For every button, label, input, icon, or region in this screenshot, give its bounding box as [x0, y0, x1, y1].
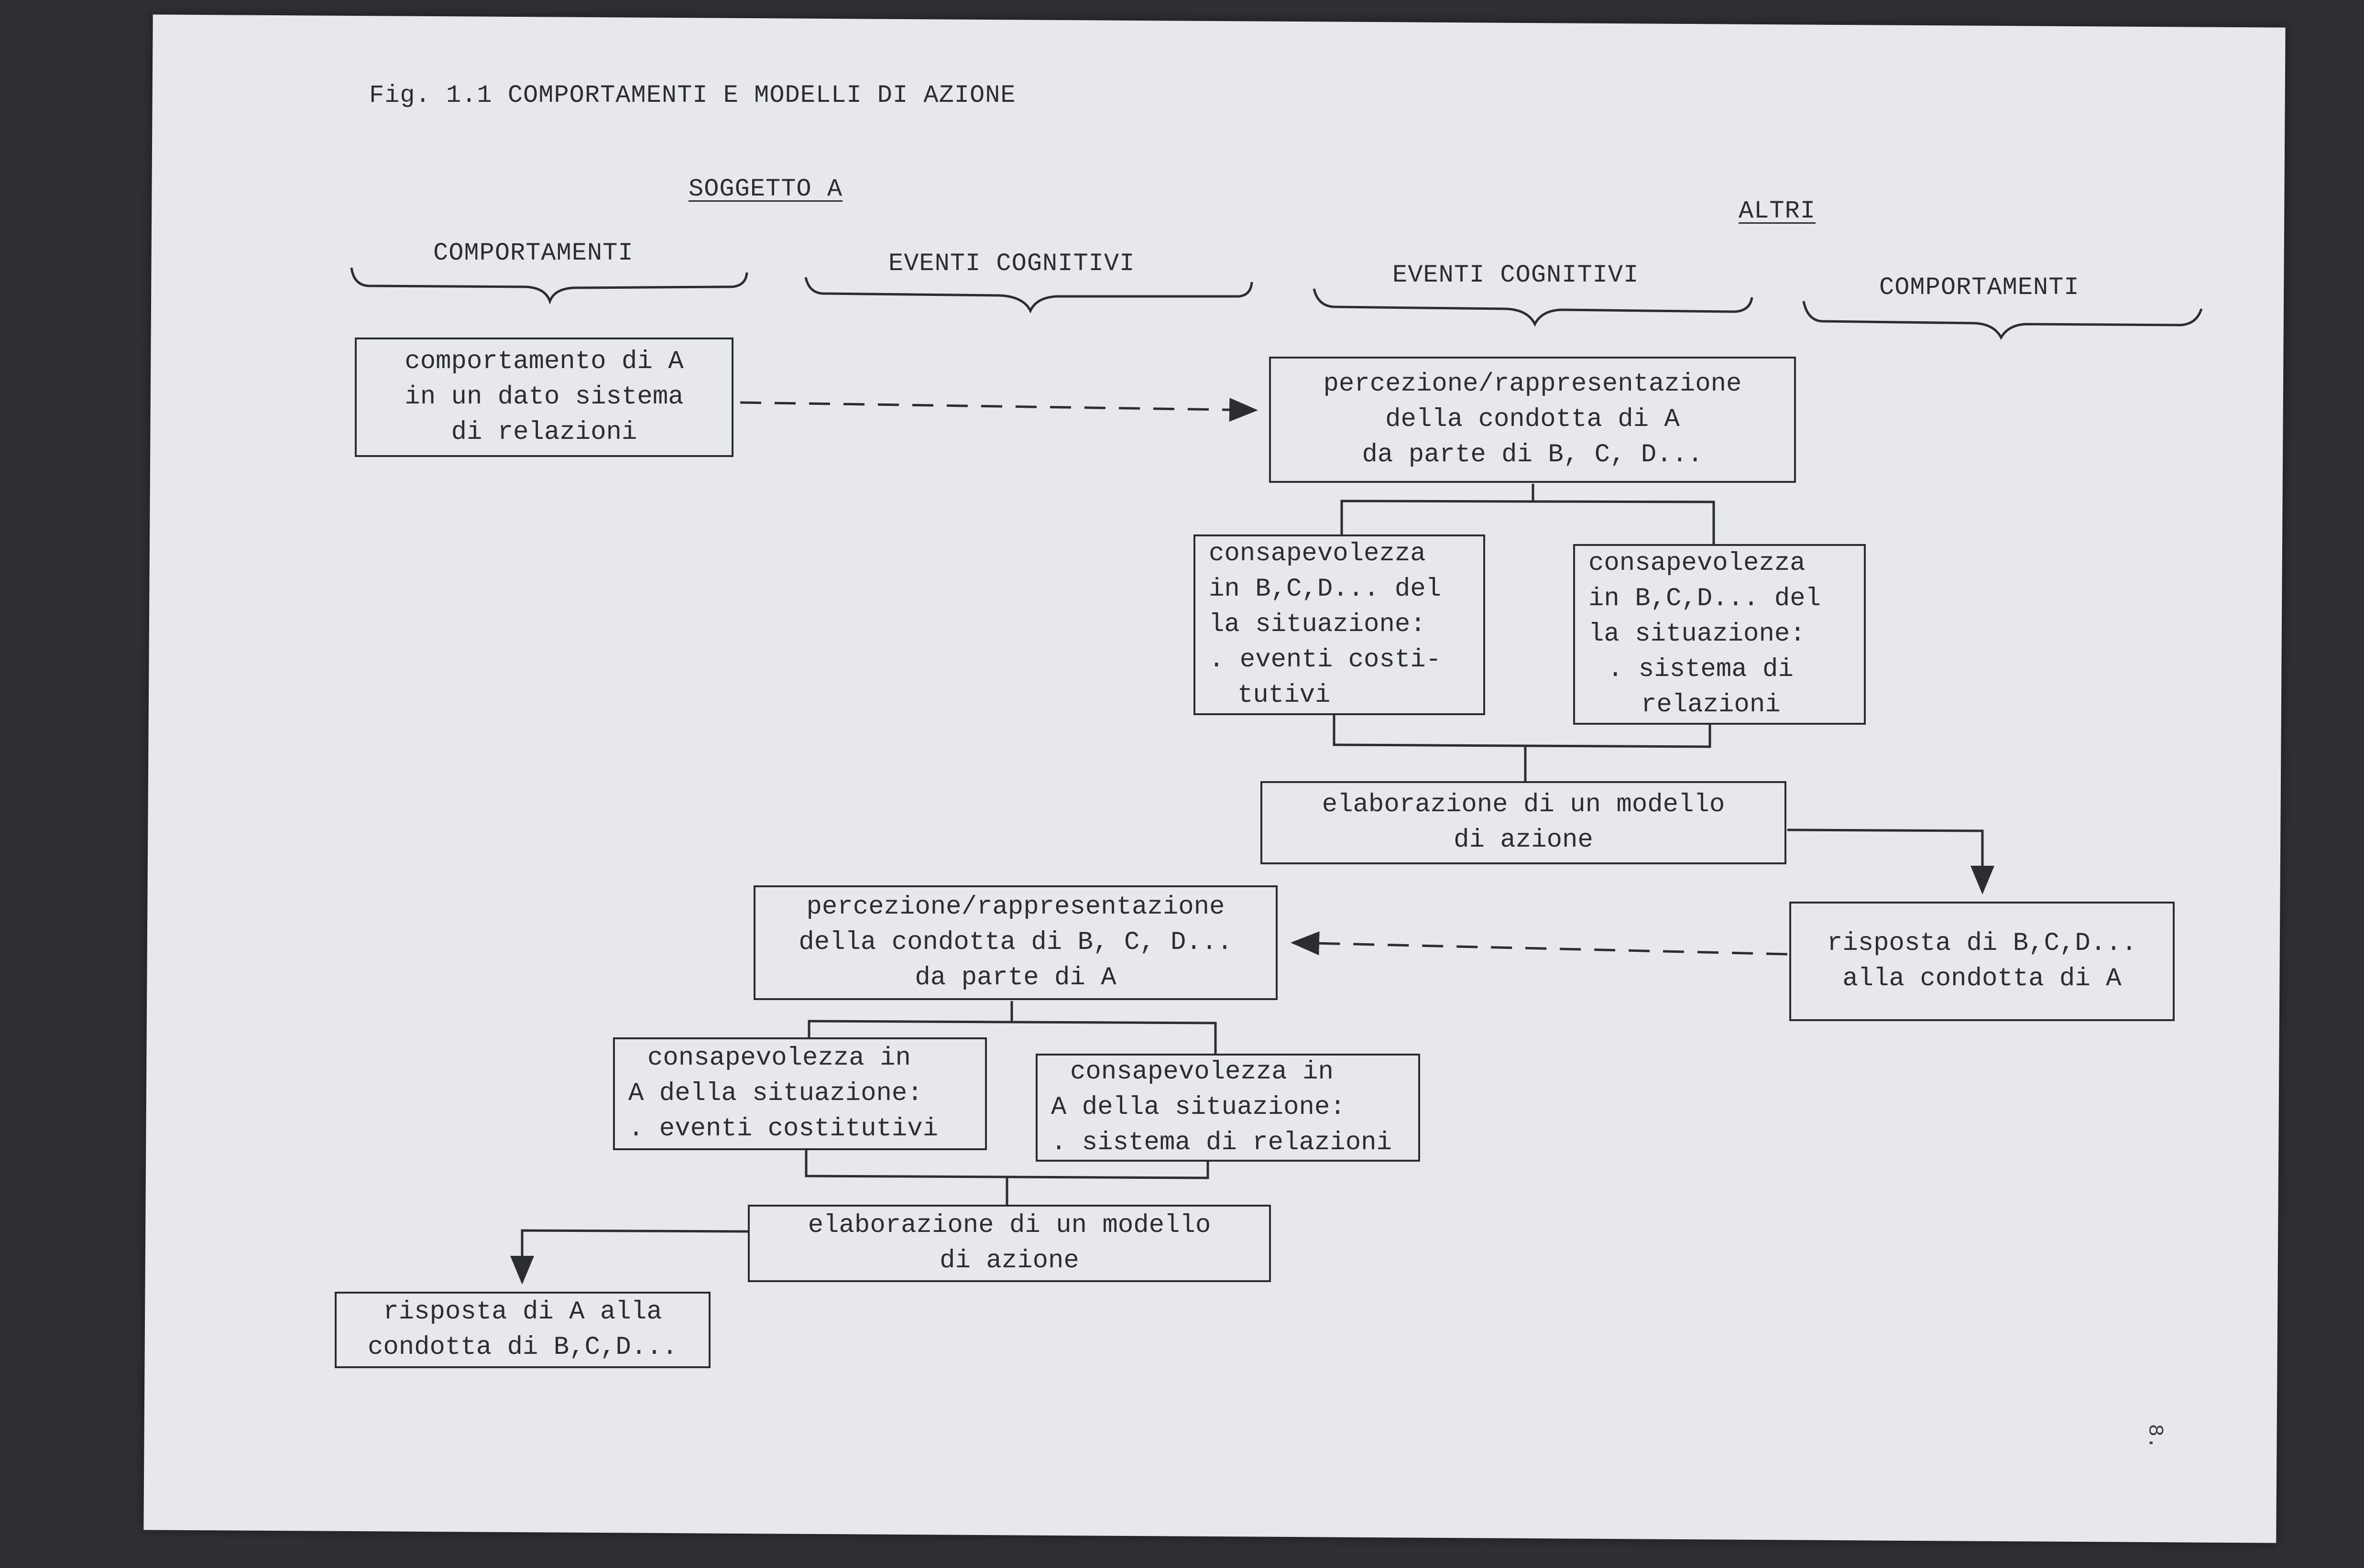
box-line: consapevolezza in: [647, 1044, 911, 1073]
brace-a-behaviors: [350, 267, 748, 305]
box-response-others: risposta di B,C,D... alla condotta di A: [1789, 902, 2175, 1021]
arrow-model-to-response-a: [510, 1229, 748, 1285]
box-line: in un dato sistema: [405, 382, 684, 412]
box-perception-others: percezione/rappresentazione della condot…: [1269, 357, 1796, 483]
box-line: della condotta di A: [1385, 405, 1680, 434]
header-others-cognitive: EVENTI COGNITIVI: [1392, 261, 1639, 289]
box-line: tutivi: [1237, 681, 1331, 710]
box-response-a: risposta di A alla condotta di B,C,D...: [335, 1292, 711, 1368]
header-a-behaviors: COMPORTAMENTI: [433, 239, 634, 267]
box-line: consapevolezza: [1588, 549, 1806, 578]
arrow-model-to-response-others: [1787, 828, 1994, 894]
box-line: relazioni: [1641, 690, 1781, 719]
box-line: A della situazione:: [628, 1079, 923, 1108]
box-line: da parte di B, C, D...: [1362, 440, 1703, 469]
box-line: in B,C,D... del: [1209, 575, 1442, 604]
box-model-a: elaborazione di un modello di azione: [748, 1205, 1271, 1282]
box-line: comportamento di A: [405, 347, 684, 376]
box-line: percezione/rappresentazione: [806, 893, 1225, 922]
box-line: la situazione:: [1588, 620, 1806, 649]
box-line: di relazioni: [451, 418, 637, 447]
box-line: della condotta di B, C, D...: [799, 928, 1233, 957]
box-awareness-others-events: consapevolezza in B,C,D... del la situaz…: [1193, 534, 1485, 715]
box-line: di azione: [1454, 826, 1593, 855]
box-line: da parte di A: [915, 963, 1116, 992]
box-line: A della situazione:: [1051, 1093, 1346, 1122]
box-behavior-a: comportamento di A in un dato sistema di…: [355, 338, 733, 457]
box-line: alla condotta di A: [1842, 964, 2122, 993]
box-line: . sistema di: [1608, 655, 1794, 684]
box-line: di azione: [940, 1246, 1079, 1275]
connector-split-others: [1340, 484, 1715, 544]
dashed-arrow-others-to-a: [1291, 931, 1788, 956]
box-line: . eventi costitutivi: [628, 1114, 939, 1143]
header-others: ALTRI: [1739, 197, 1816, 225]
box-line: percezione/rappresentazione: [1323, 370, 1742, 399]
box-line: in B,C,D... del: [1588, 584, 1821, 613]
box-awareness-others-system: consapevolezza in B,C,D... del la situaz…: [1573, 544, 1866, 725]
box-line: . eventi costi-: [1209, 645, 1442, 675]
box-awareness-a-system: consapevolezza in A della situazione: . …: [1036, 1054, 1420, 1162]
brace-others-behaviors: [1802, 301, 2203, 340]
connector-join-a: [805, 1150, 1209, 1205]
box-line: risposta di B,C,D...: [1827, 929, 2137, 958]
header-a-cognitive: EVENTI COGNITIVI: [888, 250, 1135, 278]
box-line: consapevolezza: [1209, 539, 1426, 568]
box-line: la situazione:: [1209, 610, 1426, 639]
connector-join-others: [1333, 715, 1711, 781]
brace-a-cognitive: [804, 277, 1253, 314]
figure-title: Fig. 1.1 COMPORTAMENTI E MODELLI DI AZIO…: [369, 81, 1016, 109]
box-line: risposta di A alla: [383, 1297, 662, 1327]
connector-split-a: [808, 1001, 1217, 1054]
brace-others-cognitive: [1313, 288, 1753, 327]
header-subject-a: SOGGETTO A: [689, 175, 843, 203]
box-line: elaborazione di un modello: [808, 1211, 1211, 1240]
box-line: consapevolezza in: [1070, 1057, 1334, 1087]
box-awareness-a-events: consapevolezza in A della situazione: . …: [613, 1037, 987, 1150]
box-model-others: elaborazione di un modello di azione: [1260, 781, 1786, 864]
box-line: elaborazione di un modello: [1322, 790, 1725, 819]
box-line: . sistema di relazioni: [1051, 1128, 1392, 1157]
box-line: condotta di B,C,D...: [367, 1333, 678, 1362]
box-perception-a: percezione/rappresentazione della condot…: [754, 885, 1278, 1000]
header-others-behaviors: COMPORTAMENTI: [1879, 273, 2079, 302]
dashed-arrow-a-to-others: [740, 398, 1258, 422]
